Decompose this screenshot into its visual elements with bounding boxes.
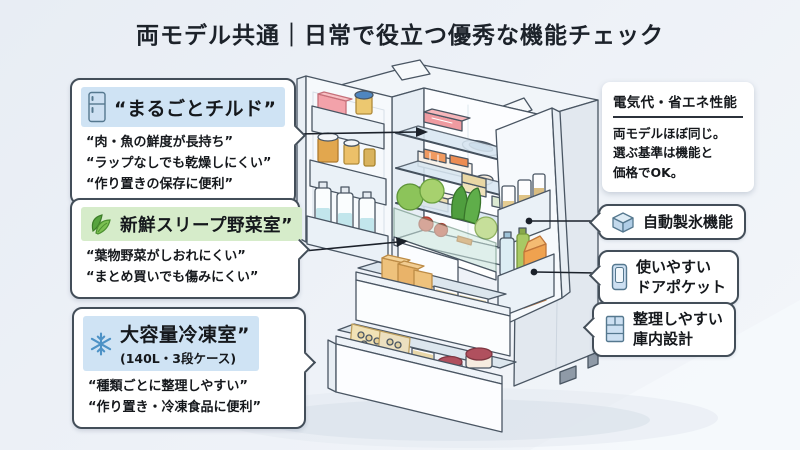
arrowhead-vegetable [396, 237, 408, 247]
feature-heading: 大容量冷凍室” [120, 324, 250, 346]
door-pocket-icon [611, 263, 628, 291]
callout-label: 自動製氷機能 [643, 212, 734, 231]
right-door [495, 107, 571, 325]
bullet: “ラップなしでも乾燥しにくい” [86, 155, 272, 171]
arrowhead-chilled [416, 127, 428, 137]
energy-info-card: 電気代・省エネ性能 両モデルほぼ同じ。 選ぶ基準は機能と 価格でOK。 [602, 82, 754, 193]
bullet: “肉・魚の鮮度が長持ち” [86, 135, 234, 150]
connector-chilled [295, 131, 417, 135]
leaf-icon [87, 211, 113, 237]
feature-heading-group: 大容量冷凍室” (140L・3段ケース) [120, 320, 250, 367]
dot-ice [525, 217, 533, 225]
connector-pocket [535, 271, 598, 274]
connector-lines [295, 127, 598, 276]
callout-label: 整理しやすい [633, 310, 723, 328]
info-card-line: 価格でOK。 [613, 164, 684, 180]
info-card-line: 両モデルほぼ同じ。 [613, 126, 726, 141]
fridge-icon [87, 91, 107, 123]
callout-label-group: 使いやすい ドアポケット [636, 257, 726, 298]
bullet: “種類ごとに整理しやすい” [88, 379, 248, 394]
freezer-drawers [327, 254, 517, 433]
hinge-cap-left [391, 59, 431, 81]
feature-heading: 新鮮スリープ野菜室” [120, 215, 293, 236]
bullet: “葉物野菜がしおれにくい” [86, 249, 246, 264]
feature-subheading: (140L・3段ケース) [120, 351, 237, 366]
vegetable-drawer [393, 178, 498, 287]
feature-heading-band: “まるごとチルド” [81, 87, 286, 127]
feature-box-freezer: 大容量冷凍室” (140L・3段ケース) “種類ごとに整理しやすい” “作り置き… [72, 307, 316, 429]
dot-pocket [530, 268, 538, 276]
callout-door-pocket: 使いやすい ドアポケット [588, 250, 740, 305]
callout-interior-layout: 整理しやすい 庫内設計 [582, 302, 736, 357]
bullet: “作り置き・冷凍食品に便利” [88, 399, 262, 415]
page-title: 両モデル共通｜日常で役立つ優秀な機能チェック [136, 23, 664, 49]
connector-vegetable [303, 241, 399, 252]
snowflake-icon [89, 331, 113, 356]
info-card-title: 電気代・省エネ性能 [613, 91, 743, 118]
feature-bullets: “葉物野菜がしおれにくい” “まとめ買いでも傷みにくい” [86, 247, 289, 289]
freezer-drawer-front-1 [355, 279, 511, 357]
shelf-icon [605, 315, 625, 343]
callout-label: 庫内設計 [633, 330, 694, 349]
feature-bullets: “肉・魚の鮮度が長持ち” “ラップなしでも乾燥しにくい” “作り置きの保存に便利… [86, 133, 285, 195]
left-door [296, 75, 393, 265]
feature-box-vegetable-room: 新鮮スリープ野菜室” “葉物野菜がしおれにくい” “まとめ買いでも傷みにくい” [70, 198, 310, 299]
callout-label: ドアポケット [636, 278, 727, 297]
ice-cube-icon [611, 211, 635, 233]
feature-box-whole-chilled: “まるごとチルド” “肉・魚の鮮度が長持ち” “ラップなしでも乾燥しにくい” “… [70, 78, 306, 206]
callout-ice-maker: 自動製氷機能 [588, 204, 747, 240]
callout-label-group: 整理しやすい 庫内設計 [633, 309, 723, 350]
bullet: “作り置きの保存に便利” [86, 176, 234, 192]
feature-heading: “まるごとチルド” [114, 97, 277, 120]
feature-heading-band: 新鮮スリープ野菜室” [81, 207, 302, 241]
info-card-line: 選ぶ基準は機能と [613, 145, 714, 161]
freezer-drawer-front-2 [335, 343, 503, 433]
bullet: “まとめ買いでも傷みにくい” [86, 269, 259, 285]
feature-heading-band: 大容量冷凍室” (140L・3段ケース) [83, 316, 259, 371]
feature-bullets: “種類ごとに整理しやすい” “作り置き・冷凍食品に便利” [88, 377, 295, 419]
callout-label: 使いやすい [636, 258, 712, 276]
